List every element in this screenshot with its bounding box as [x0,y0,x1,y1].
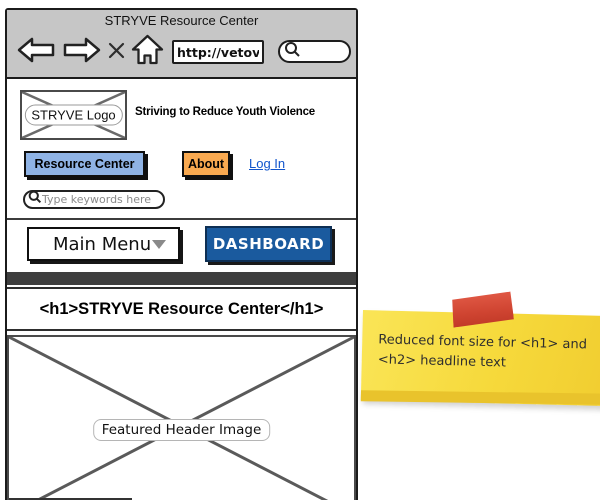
site-tagline: Striving to Reduce Youth Violence [135,106,315,118]
main-menu-label: Main Menu [53,233,152,255]
section-divider [7,218,356,220]
about-button[interactable]: About [182,151,230,177]
url-field[interactable] [172,40,264,64]
dashboard-button[interactable]: DASHBOARD [205,226,332,262]
forward-icon[interactable] [63,36,101,69]
sticky-note: Reduced font size for <h1> and <h2> head… [360,310,600,406]
browser-window: STRYVE Resource Center STRYVE Logo Striv… [5,8,358,500]
chevron-down-icon [152,239,166,249]
keyword-search-input[interactable] [42,193,152,206]
main-menu-dropdown[interactable]: Main Menu [27,227,180,261]
login-link[interactable]: Log In [249,156,286,171]
home-icon[interactable] [131,34,164,70]
keyword-search-field[interactable] [23,190,165,209]
browser-chrome: STRYVE Resource Center [7,10,356,79]
back-icon[interactable] [17,36,55,69]
search-icon [284,41,301,63]
stop-icon[interactable] [108,42,125,64]
dark-separator-bar [7,272,356,285]
featured-image-label: Featured Header Image [92,419,271,441]
resource-center-button[interactable]: Resource Center [24,151,145,177]
logo-image-placeholder: STRYVE Logo [20,90,127,140]
h1-headline: <h1>STRYVE Resource Center</h1> [7,287,356,331]
logo-label: STRYVE Logo [24,104,123,126]
search-icon [28,190,42,209]
bottom-edge-line [9,498,132,500]
window-title: STRYVE Resource Center [104,13,259,28]
browser-search-box[interactable] [278,40,351,63]
featured-image-placeholder: Featured Header Image [7,335,356,500]
